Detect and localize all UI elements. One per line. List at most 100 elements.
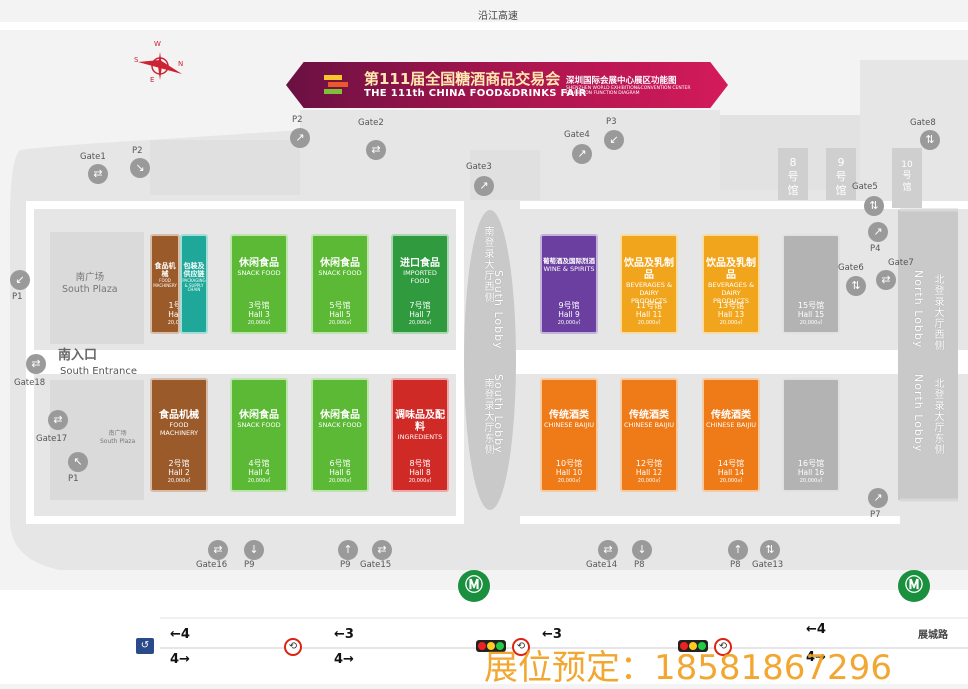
- hall8-small-label: 8号馆: [787, 156, 799, 197]
- gate-icon[interactable]: ↙: [604, 130, 624, 150]
- hall-category-cn: 休闲食品: [239, 258, 279, 269]
- gate-icon[interactable]: ↑: [728, 540, 748, 560]
- gate-icon[interactable]: ↗: [868, 222, 888, 242]
- gate-label: Gate17: [36, 434, 68, 444]
- hall-category-en: FOOD MACHINERY: [153, 277, 177, 288]
- gate-label: P3: [606, 117, 617, 127]
- hall-category-en: CHINESE BAIJIU: [705, 421, 757, 429]
- gate-icon[interactable]: ⇅: [846, 276, 866, 296]
- hall-category-en: WINE & SPIRITS: [543, 264, 595, 273]
- gate-icon[interactable]: ↗: [474, 176, 494, 196]
- hall-number-en: Hall 15: [797, 310, 825, 319]
- hall-area: 20,000㎡: [799, 320, 823, 327]
- gate-icon[interactable]: ⇄: [366, 140, 386, 160]
- bottom-road-label: 展城路: [918, 630, 948, 641]
- gate-icon[interactable]: ⇄: [88, 164, 108, 184]
- gate-icon[interactable]: ↗: [572, 144, 592, 164]
- hall-area: 20,000㎡: [408, 478, 432, 485]
- gate-icon[interactable]: ⇄: [372, 540, 392, 560]
- gate-label: Gate4: [564, 130, 590, 140]
- hall-number-en: Hall 11: [635, 310, 663, 319]
- hall-category-en: SNACK FOOD: [318, 269, 362, 277]
- gate-icon[interactable]: ↙: [10, 270, 30, 290]
- compass-e: E: [150, 76, 155, 84]
- hall-number-en: Hall 10: [555, 468, 583, 477]
- hall-category-en: BEVERAGES & DAIRY PRODUCTS: [707, 281, 755, 305]
- hall-category-cn: 传统酒类: [711, 410, 751, 421]
- hall-area: 20,000㎡: [247, 320, 271, 327]
- gate-icon[interactable]: ⇅: [920, 130, 940, 150]
- gate-icon[interactable]: ⇄: [598, 540, 618, 560]
- hall-number-cn: 12号馆: [635, 459, 663, 468]
- no-uturn-icon: ⟲: [284, 638, 302, 656]
- hall-category-en: SNACK FOOD: [237, 269, 281, 277]
- hall-category-cn: 进口食品: [400, 258, 440, 269]
- gate-icon[interactable]: ⇄: [26, 354, 46, 374]
- gate-icon[interactable]: ⇅: [760, 540, 780, 560]
- gate-icon[interactable]: ⇄: [876, 270, 896, 290]
- booking-watermark: 展位预定：18581867296: [484, 648, 892, 688]
- lane-arrow: ←4: [806, 622, 826, 637]
- lane-arrow: ←4: [170, 627, 190, 642]
- hall-area: 20,000㎡: [328, 478, 352, 485]
- hall-number-cn: 14号馆: [717, 459, 745, 468]
- no-uturn-icon: ⟲: [512, 638, 530, 656]
- gate-icon[interactable]: ↘: [130, 158, 150, 178]
- hall9-small-label: 9号馆: [835, 156, 847, 197]
- gate-icon[interactable]: ↗: [290, 128, 310, 148]
- hall-category-en: SNACK FOOD: [318, 421, 362, 429]
- south-entrance-en: South Entrance: [60, 366, 138, 377]
- gate-label: Gate3: [466, 162, 492, 172]
- hall-number-cn: 7号馆: [409, 301, 431, 310]
- hall-category-en: BEVERAGES & DAIRY PRODUCTS: [625, 281, 673, 305]
- compass-icon: [138, 52, 182, 80]
- gate-icon[interactable]: ⇄: [208, 540, 228, 560]
- hall10-small-label: 10号馆: [901, 160, 913, 193]
- gate-icon[interactable]: ↖: [68, 452, 88, 472]
- hall-number-cn: 4号馆: [248, 459, 270, 468]
- gate-icon[interactable]: ↑: [338, 540, 358, 560]
- hall-number-en: Hall 6: [329, 468, 351, 477]
- gate-icon[interactable]: ↓: [244, 540, 264, 560]
- compass-w: W: [154, 40, 161, 48]
- gate-icon[interactable]: ↗: [868, 488, 888, 508]
- hall-number-cn: 9号馆: [558, 301, 580, 310]
- hall-number-en: Hall 4: [248, 468, 270, 477]
- south-lobby-east: 南登录大厅东侧: [482, 378, 493, 455]
- fair-logo-icon: [324, 75, 348, 94]
- hall-category-cn: 传统酒类: [629, 410, 669, 421]
- hall-number-cn: 13号馆: [717, 301, 745, 310]
- metro-station-icon: Ⓜ: [458, 570, 490, 602]
- hall-number-cn: 8号馆: [409, 459, 431, 468]
- gate-icon[interactable]: ↓: [632, 540, 652, 560]
- hall-category-cn: 饮品及乳制品: [624, 258, 674, 281]
- gate-icon[interactable]: ⇄: [48, 410, 68, 430]
- south-plaza-label: 南广场 South Plaza: [62, 272, 118, 295]
- north-lobby-east: 北登录大厅东侧: [932, 378, 943, 455]
- gate-label: Gate15: [360, 560, 392, 570]
- south-lobby-east-en: South Lobby: [492, 374, 505, 454]
- hall-category-en: SNACK FOOD: [237, 421, 281, 429]
- hall-category-cn: 休闲食品: [239, 410, 279, 421]
- traffic-light-icon: [476, 640, 506, 652]
- hall-number-cn: 3号馆: [248, 301, 270, 310]
- hall-category-cn: 包装及供应链: [183, 262, 205, 279]
- gate-icon[interactable]: ⇅: [864, 196, 884, 216]
